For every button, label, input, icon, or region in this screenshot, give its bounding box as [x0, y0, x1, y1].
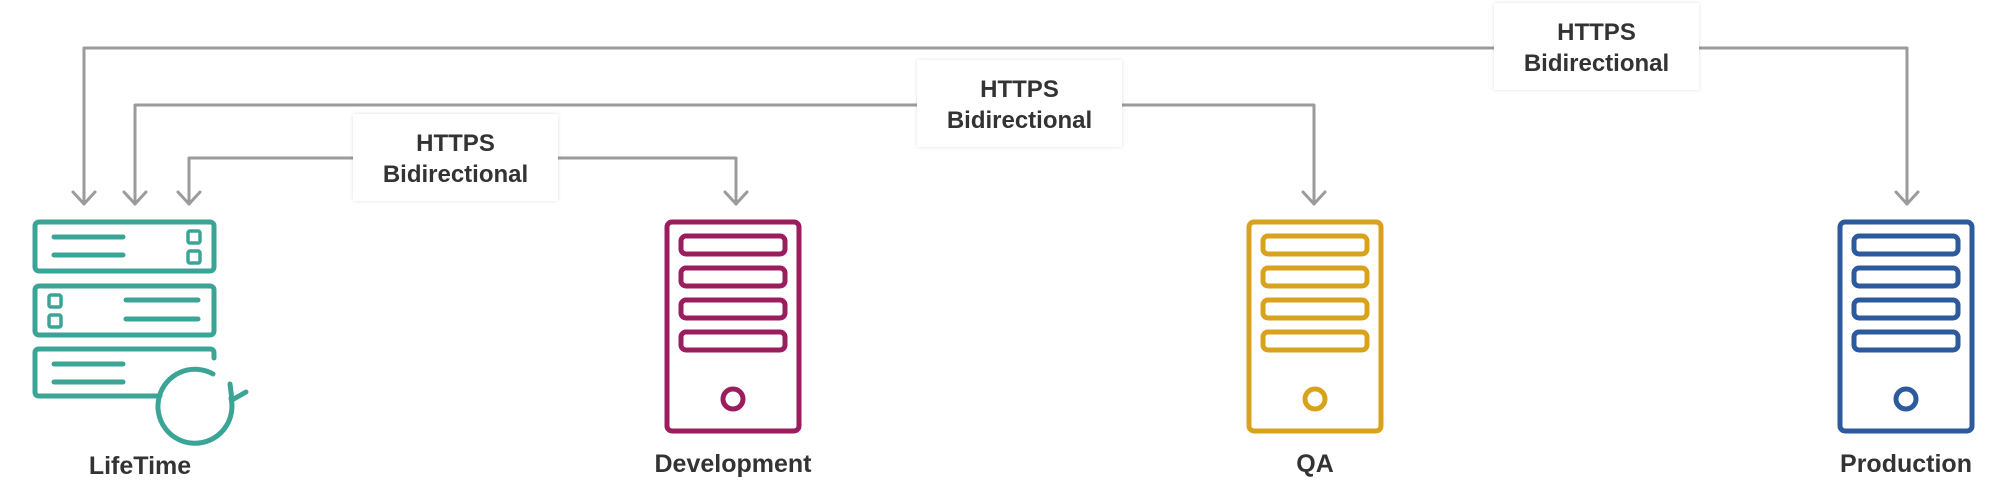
- arrowhead-icon: [176, 190, 202, 206]
- environment-label-production: Production: [1840, 450, 1972, 478]
- connection-direction: Bidirectional: [946, 107, 1093, 134]
- connection-protocol: HTTPS: [416, 130, 495, 157]
- environment-label-development: Development: [654, 450, 812, 478]
- connection-label-production: HTTPS Bidirectional: [1494, 3, 1699, 90]
- connection-protocol: HTTPS: [1557, 19, 1636, 46]
- connection-label-qa: HTTPS Bidirectional: [917, 60, 1122, 147]
- connection-direction: Bidirectional: [382, 161, 529, 188]
- arrowhead-icon: [122, 190, 148, 206]
- connection-label-development: HTTPS Bidirectional: [353, 114, 558, 201]
- environment-label-lifetime: LifeTime: [88, 452, 192, 480]
- connector-lifetime-production: [71, 46, 1920, 206]
- arrowhead-icon: [1894, 190, 1920, 206]
- arrowhead-icon: [723, 190, 749, 206]
- connector-lifetime-qa: [122, 103, 1327, 206]
- arrowhead-icon: [1301, 190, 1327, 206]
- server-stack-refresh-icon: [32, 219, 249, 446]
- server-tower-icon: [1837, 219, 1975, 434]
- server-tower-icon: [1246, 219, 1384, 434]
- server-tower-icon: [664, 219, 802, 434]
- arrowhead-icon: [71, 190, 97, 206]
- connection-direction: Bidirectional: [1523, 50, 1670, 77]
- environment-label-qa: QA: [1296, 450, 1334, 478]
- connection-protocol: HTTPS: [980, 76, 1059, 103]
